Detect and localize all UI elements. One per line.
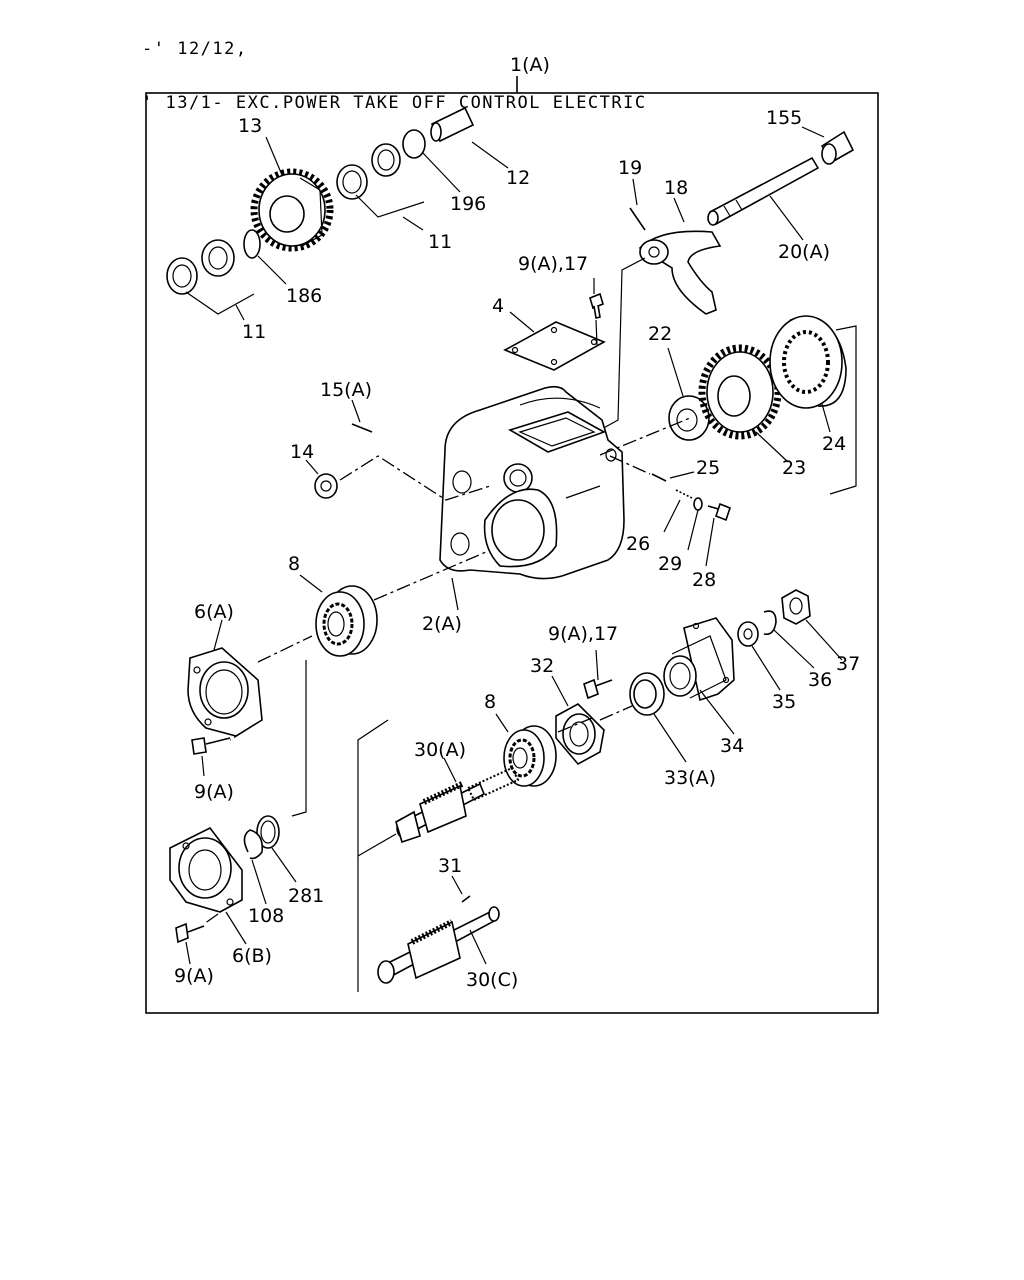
callout-11-b: 11 bbox=[242, 321, 266, 343]
gear-13 bbox=[250, 168, 334, 252]
lock-washer-36 bbox=[763, 610, 777, 636]
callout-186: 186 bbox=[286, 285, 322, 307]
callout-11-a: 11 bbox=[428, 231, 452, 253]
callout-35: 35 bbox=[772, 691, 796, 713]
pin-15a bbox=[351, 423, 373, 433]
diagram-header: -' 12/12, ' 13/1- EXC.POWER TAKE OFF CON… bbox=[142, 4, 647, 130]
callout-31: 31 bbox=[438, 855, 462, 877]
assembly-frame bbox=[145, 92, 879, 1014]
clutch-sleeve-24 bbox=[769, 315, 847, 409]
callout-2a: 2(A) bbox=[422, 613, 462, 635]
retainer-6b bbox=[169, 826, 243, 913]
callout-24: 24 bbox=[822, 433, 846, 455]
callout-34: 34 bbox=[720, 735, 744, 757]
callout-22: 22 bbox=[648, 323, 672, 345]
callout-9a-17-top: 9(A),17 bbox=[518, 253, 588, 275]
assembly-label: 1(A) bbox=[510, 54, 550, 76]
header-line-2: ' 13/1- EXC.POWER TAKE OFF CONTROL ELECT… bbox=[142, 93, 647, 113]
callout-4: 4 bbox=[492, 295, 504, 317]
shift-fork-18 bbox=[638, 230, 722, 315]
callout-18: 18 bbox=[664, 177, 688, 199]
callout-28: 28 bbox=[692, 569, 716, 591]
pin-25 bbox=[651, 473, 667, 482]
callout-13: 13 bbox=[238, 115, 262, 137]
snap-ring-108 bbox=[243, 829, 264, 860]
shift-rod-20a bbox=[707, 156, 820, 226]
bearing-11-top bbox=[336, 143, 401, 200]
callout-281: 281 bbox=[288, 885, 324, 907]
callout-30a: 30(A) bbox=[414, 739, 466, 761]
callout-108: 108 bbox=[248, 905, 284, 927]
bolt-9a-bottom bbox=[175, 922, 205, 944]
spring-26 bbox=[675, 489, 693, 499]
retainer-32 bbox=[555, 703, 605, 766]
callout-9a-left: 9(A) bbox=[194, 781, 234, 803]
header-line-1: -' 12/12, bbox=[142, 39, 248, 59]
gear-23 bbox=[698, 344, 782, 440]
callout-19: 19 bbox=[618, 157, 642, 179]
output-shaft-30a bbox=[395, 766, 520, 844]
callout-14: 14 bbox=[290, 441, 314, 463]
callout-23: 23 bbox=[782, 457, 806, 479]
callout-9a-bottom: 9(A) bbox=[174, 965, 214, 987]
washer-35 bbox=[737, 621, 759, 647]
callout-20a: 20(A) bbox=[778, 241, 830, 263]
washer-14 bbox=[314, 473, 338, 499]
pin-19 bbox=[629, 207, 646, 231]
washer-29 bbox=[693, 497, 703, 511]
callout-25: 25 bbox=[696, 457, 720, 479]
shaft-pin-12 bbox=[430, 106, 475, 143]
callout-6b: 6(B) bbox=[232, 945, 272, 967]
callout-15a: 15(A) bbox=[320, 379, 372, 401]
bolt-28 bbox=[707, 502, 731, 522]
callout-30c: 30(C) bbox=[466, 969, 518, 991]
sleeve-155 bbox=[820, 130, 855, 165]
callout-36: 36 bbox=[808, 669, 832, 691]
callout-12: 12 bbox=[506, 167, 530, 189]
bearing-8-lower bbox=[503, 725, 557, 787]
output-shaft-30c bbox=[377, 906, 500, 984]
bolt-9a-middle bbox=[583, 678, 613, 700]
retainer-6a bbox=[187, 647, 263, 737]
callout-8-lower: 8 bbox=[484, 691, 496, 713]
bolt-9a-left bbox=[191, 737, 231, 755]
callout-29: 29 bbox=[658, 553, 682, 575]
callout-9a-17-middle: 9(A),17 bbox=[548, 623, 618, 645]
housing-2a bbox=[439, 385, 625, 580]
callout-155: 155 bbox=[766, 107, 802, 129]
callout-37: 37 bbox=[836, 653, 860, 675]
callout-6a: 6(A) bbox=[194, 601, 234, 623]
snap-ring-186 bbox=[243, 229, 261, 259]
nut-37 bbox=[781, 589, 811, 625]
bearing-8-upper bbox=[315, 585, 378, 657]
oil-seal-33a bbox=[629, 672, 665, 716]
callout-26: 26 bbox=[626, 533, 650, 555]
callout-33a: 33(A) bbox=[664, 767, 716, 789]
callout-196: 196 bbox=[450, 193, 486, 215]
cover-plate-4 bbox=[503, 321, 606, 371]
key-31 bbox=[461, 895, 471, 903]
thrust-washer-22 bbox=[668, 395, 710, 441]
bolt-9a-top bbox=[589, 292, 604, 319]
callout-32: 32 bbox=[530, 655, 554, 677]
bearing-11-bottom bbox=[166, 239, 235, 295]
snap-ring-196 bbox=[402, 129, 426, 159]
flange-34 bbox=[663, 617, 735, 702]
callout-8-upper: 8 bbox=[288, 553, 300, 575]
